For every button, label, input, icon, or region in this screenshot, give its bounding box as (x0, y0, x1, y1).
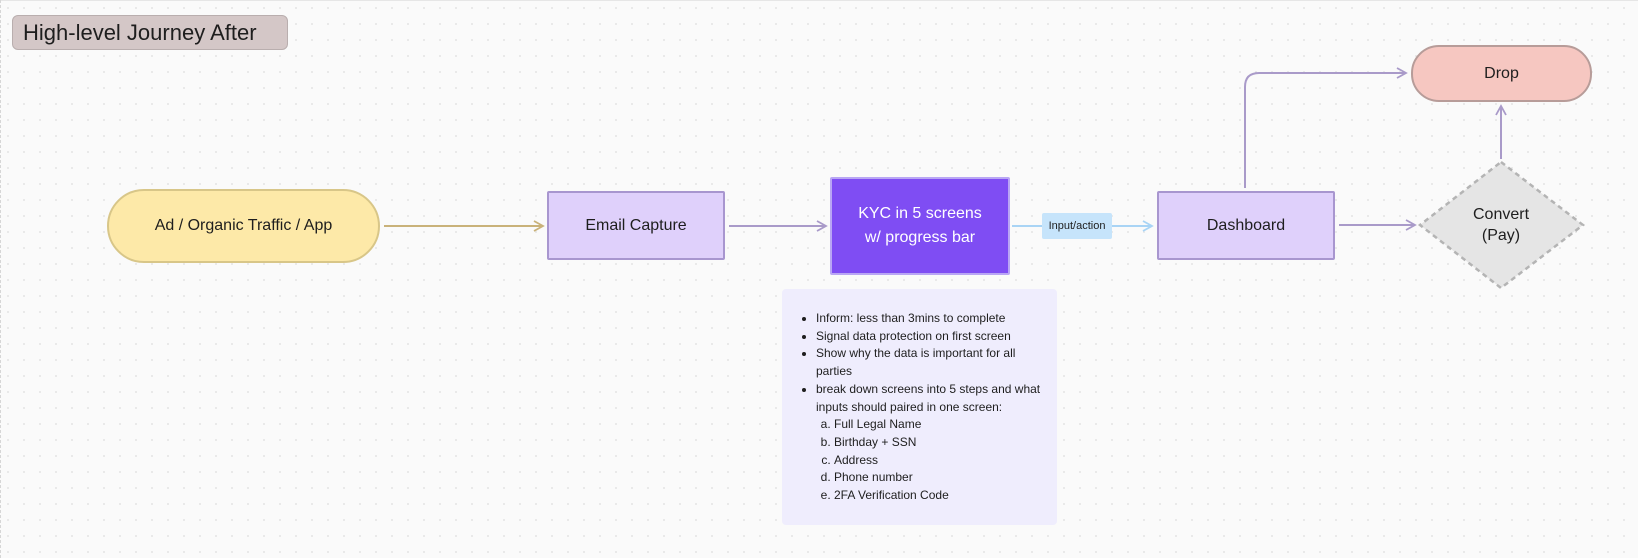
node-kyc[interactable]: KYC in 5 screens w/ progress bar (830, 177, 1010, 275)
kyc-notes-list: Inform: less than 3mins to complete Sign… (802, 310, 1049, 505)
connector-dashboard-to-drop[interactable] (1244, 67, 1408, 188)
edge-label-input-action[interactable]: Input/action (1042, 213, 1112, 239)
node-email-capture[interactable]: Email Capture (547, 191, 725, 260)
kyc-note-item: Show why the data is important for all p… (816, 345, 1049, 380)
kyc-note-text: Inform: less than 3mins to complete (816, 311, 1006, 325)
kyc-steps-list: Full Legal Name Birthday + SSN Address P… (816, 416, 1049, 505)
canvas-left-edge (0, 0, 2, 558)
kyc-notes-card[interactable]: Inform: less than 3mins to complete Sign… (782, 289, 1057, 525)
node-kyc-label-line2: w/ progress bar (864, 229, 976, 246)
kyc-step-item: Address (834, 452, 1049, 470)
kyc-note-text: Signal data protection on first screen (816, 328, 1011, 343)
kyc-step-item: 2FA Verification Code (834, 487, 1049, 505)
node-drop-label: Drop (1484, 64, 1519, 82)
decision-convert-line1: Convert (1472, 206, 1530, 223)
kyc-step-item: Birthday + SSN (834, 434, 1049, 452)
kyc-note-item: break down screens into 5 steps and what… (816, 381, 1049, 505)
kyc-note-item: Signal data protection on first screen (816, 328, 1049, 346)
node-dashboard-label: Dashboard (1206, 216, 1286, 234)
node-kyc-label-line1: KYC in 5 screens (858, 205, 982, 222)
node-traffic-source[interactable]: Ad / Organic Traffic / App (107, 189, 380, 263)
node-traffic-source-label: Ad / Organic Traffic / App (154, 217, 333, 234)
kyc-note-text: break down screens into 5 steps and what… (816, 381, 1041, 414)
node-drop[interactable]: Drop (1411, 45, 1592, 102)
decision-convert-line2: (Pay) (1481, 227, 1521, 244)
kyc-step-item: Full Legal Name (834, 416, 1049, 434)
node-email-capture-label: Email Capture (585, 216, 687, 234)
board-title-text: High-level Journey After (23, 19, 257, 45)
decision-convert-label: Convert (Pay) (1420, 200, 1582, 250)
edge-label-text: Input/action (1048, 220, 1106, 232)
kyc-note-text: Show why the data is important for all p… (816, 346, 1016, 379)
kyc-note-item: Inform: less than 3mins to complete (816, 310, 1049, 328)
decision-convert-diamond[interactable] (1417, 160, 1586, 290)
node-dashboard[interactable]: Dashboard (1157, 191, 1335, 260)
kyc-step-item: Phone number (834, 469, 1049, 487)
board-title[interactable]: High-level Journey After (12, 15, 288, 50)
canvas-top-edge (0, 0, 1638, 1)
